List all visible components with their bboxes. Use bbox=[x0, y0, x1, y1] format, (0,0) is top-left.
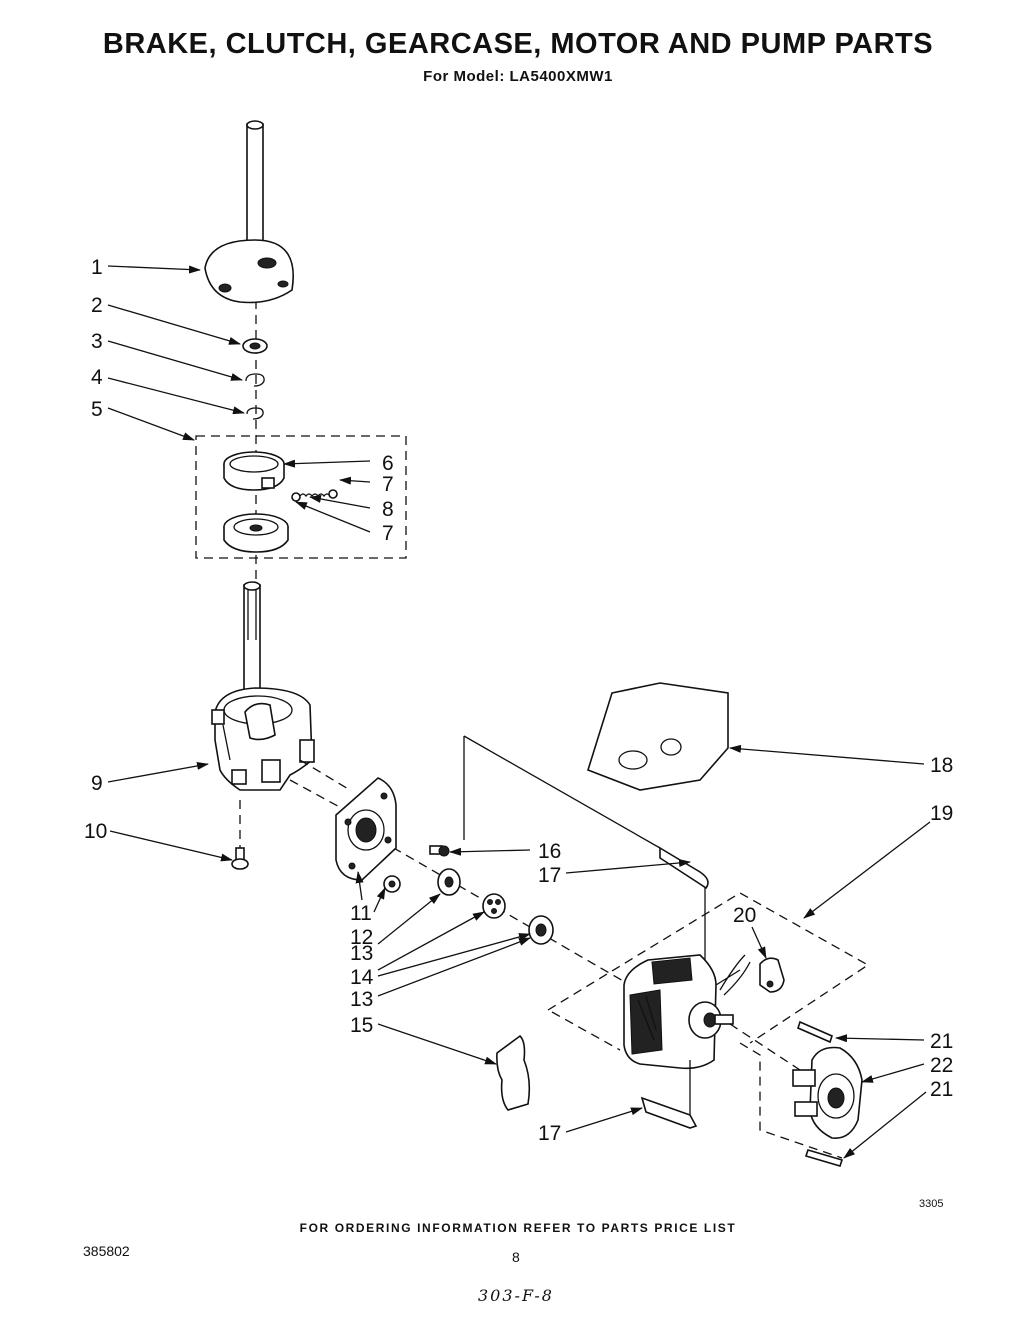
handwritten-code: 303-F-8 bbox=[478, 1286, 554, 1305]
callout-5: 5 bbox=[91, 398, 103, 421]
callout-numbers: 1 2 3 4 5 6 7 8 7 9 10 11 12 13 14 13 15… bbox=[84, 256, 953, 1145]
callout-12: 12 bbox=[350, 926, 373, 949]
part-19-motor-box bbox=[547, 892, 870, 1159]
callout-11: 11 bbox=[350, 902, 372, 925]
part-20-switch bbox=[759, 957, 785, 993]
figure-number: 3305 bbox=[919, 1198, 944, 1210]
callout-17-upper: 17 bbox=[538, 864, 561, 887]
callout-14: 14 bbox=[350, 966, 374, 989]
part-15-pad bbox=[496, 1034, 531, 1111]
page-number: 8 bbox=[512, 1249, 520, 1265]
callout-4: 4 bbox=[91, 366, 103, 389]
document-number: 385802 bbox=[83, 1243, 130, 1259]
callout-7-upper: 7 bbox=[382, 473, 394, 496]
callout-21-upper: 21 bbox=[930, 1030, 953, 1053]
callout-13-upper: 13 bbox=[350, 942, 373, 965]
callout-2: 2 bbox=[91, 294, 103, 317]
callout-18: 18 bbox=[930, 754, 953, 777]
callout-22: 22 bbox=[930, 1054, 953, 1077]
part-17-upper-clip-and-wire bbox=[463, 735, 709, 970]
model-subtitle: For Model: LA5400XMW1 bbox=[423, 68, 613, 85]
callout-3: 3 bbox=[91, 330, 103, 353]
part-21-lower-pin bbox=[804, 1149, 844, 1167]
callout-9: 9 bbox=[91, 772, 103, 795]
part-3-retaining-ring bbox=[245, 373, 265, 387]
part-17-lower-clip bbox=[640, 1060, 698, 1129]
callout-6: 6 bbox=[382, 452, 394, 475]
callout-17-lower: 17 bbox=[538, 1122, 561, 1145]
part-12-nut bbox=[383, 875, 401, 893]
part-14-coupling bbox=[482, 893, 506, 919]
part-11-mounting-plate bbox=[335, 777, 397, 881]
part-21-upper-pin bbox=[797, 1020, 833, 1044]
part-13-coupler-upper bbox=[437, 868, 461, 896]
part-10-screw bbox=[231, 847, 249, 870]
callout-10: 10 bbox=[84, 820, 107, 843]
callout-19: 19 bbox=[930, 802, 953, 825]
part-13-coupler-lower bbox=[528, 915, 554, 945]
motor-body bbox=[623, 954, 751, 1070]
part-22-pump bbox=[792, 1046, 863, 1139]
part-9-gearcase bbox=[211, 581, 315, 791]
part-4-ring bbox=[246, 407, 264, 420]
part-16-bolt bbox=[429, 845, 450, 857]
gearcase-motor-alignment-lines bbox=[289, 759, 631, 986]
callout-13-lower: 13 bbox=[350, 988, 373, 1011]
page-title: BRAKE, CLUTCH, GEARCASE, MOTOR AND PUMP … bbox=[102, 28, 934, 60]
part-7-clutch-drum bbox=[223, 513, 289, 553]
callout-8: 8 bbox=[382, 498, 394, 521]
callout-21-lower: 21 bbox=[930, 1078, 953, 1101]
callout-leaders bbox=[107, 265, 931, 1159]
callout-15: 15 bbox=[350, 1014, 373, 1037]
pump-alignment-line bbox=[729, 1023, 801, 1071]
part-6-brake-band bbox=[223, 451, 285, 491]
callout-20: 20 bbox=[733, 904, 756, 927]
part-1-shaft-and-cam bbox=[204, 120, 294, 304]
callout-1: 1 bbox=[91, 256, 103, 279]
part-2-washer bbox=[242, 338, 268, 354]
callout-7-lower: 7 bbox=[382, 522, 394, 545]
part-18-shield bbox=[587, 682, 729, 791]
ordering-note: FOR ORDERING INFORMATION REFER TO PARTS … bbox=[299, 1221, 737, 1235]
part-7-8-spring-and-pins bbox=[291, 489, 338, 502]
part-5-brake-kit-box bbox=[195, 435, 407, 559]
callout-16: 16 bbox=[538, 840, 561, 863]
